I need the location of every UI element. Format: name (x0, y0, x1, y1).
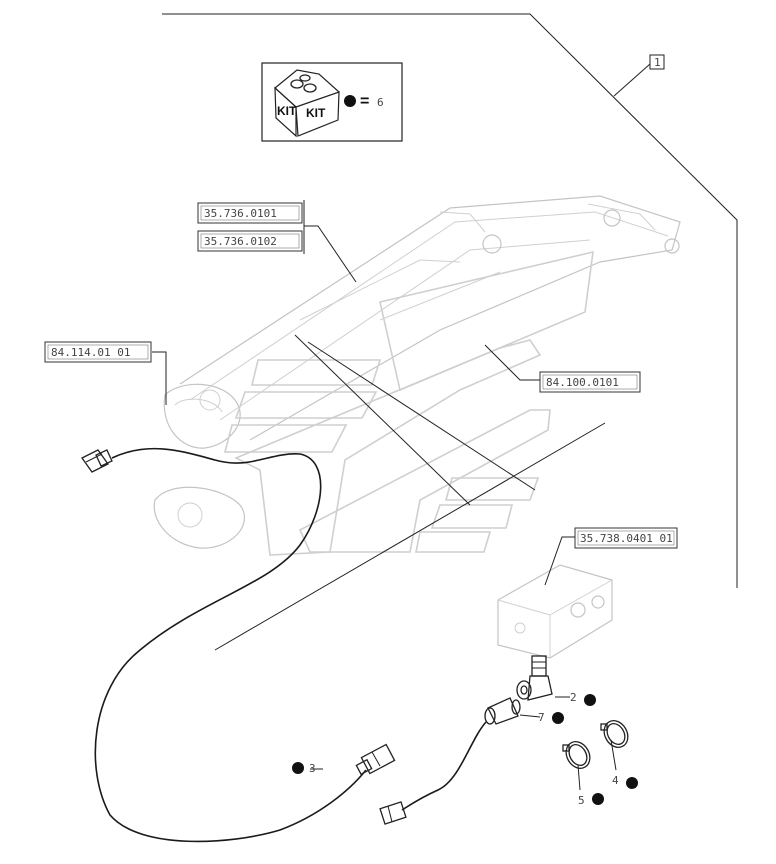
kit-cube-icon: KIT KIT (274, 69, 340, 138)
hose-clamp-4[interactable] (599, 716, 632, 751)
ref-84-114-01-01-label: 84.114.01 01 (51, 346, 130, 359)
callout-2[interactable]: 2 (570, 691, 596, 706)
callout-7[interactable]: 7 (538, 711, 564, 724)
callout-2-label: 2 (570, 691, 577, 704)
kit-label-left: KIT (277, 104, 297, 118)
ref-84-114-01-01[interactable]: 84.114.01 01 (44, 341, 152, 363)
kit-bullet-icon (592, 793, 604, 805)
pressure-switch-fitting[interactable] (516, 655, 553, 701)
ref-35-738-0401-01[interactable]: 35.738.0401 01 (574, 527, 678, 549)
kit-box: KIT KIT = 6 (261, 62, 403, 142)
frame-callout-label: 1 (654, 56, 661, 69)
sensor-cable (81, 447, 367, 843)
callout-5-label: 5 (578, 794, 585, 807)
kit-label-right: KIT (306, 106, 326, 120)
kit-bullet-icon (292, 762, 304, 774)
pressure-sensor[interactable] (401, 697, 521, 811)
boom-outline (153, 195, 681, 549)
frame-callout-1[interactable]: 1 (649, 54, 665, 70)
frame-outline (162, 13, 738, 588)
callout-3[interactable]: 3 (292, 762, 316, 775)
ref-35-738-0401-01-label: 35.738.0401 01 (580, 532, 673, 545)
kit-bullet-icon (344, 95, 356, 107)
kit-equals-sign: = (360, 93, 369, 110)
ref-35-736-0102-label: 35.736.0102 (204, 235, 277, 248)
ref-35-736-0101[interactable]: 35.736.0101 (197, 202, 303, 224)
callout-5[interactable]: 5 (578, 793, 604, 807)
leader-lines (152, 200, 617, 791)
kit-bullet-icon (552, 712, 564, 724)
callout-4-label: 4 (612, 774, 619, 787)
ref-84-100-0101-label: 84.100.0101 (546, 376, 619, 389)
kit-bullet-icon (626, 777, 638, 789)
hose-clamp-5[interactable] (561, 737, 594, 772)
watermark-logo (223, 250, 594, 556)
ref-35-736-0101-label: 35.736.0101 (204, 207, 277, 220)
ref-35-736-0102[interactable]: 35.736.0102 (197, 230, 303, 252)
callout-7-label: 7 (538, 711, 545, 724)
ref-84-100-0101[interactable]: 84.100.0101 (539, 371, 641, 393)
callout-3-label: 3 (309, 762, 316, 775)
valve-block-outline (497, 564, 613, 659)
cable-connector[interactable] (355, 743, 396, 776)
callout-4[interactable]: 4 (612, 774, 638, 789)
sensor-connector[interactable] (379, 801, 407, 825)
kit-quantity: 6 (377, 96, 384, 109)
kit-bullet-icon (584, 694, 596, 706)
